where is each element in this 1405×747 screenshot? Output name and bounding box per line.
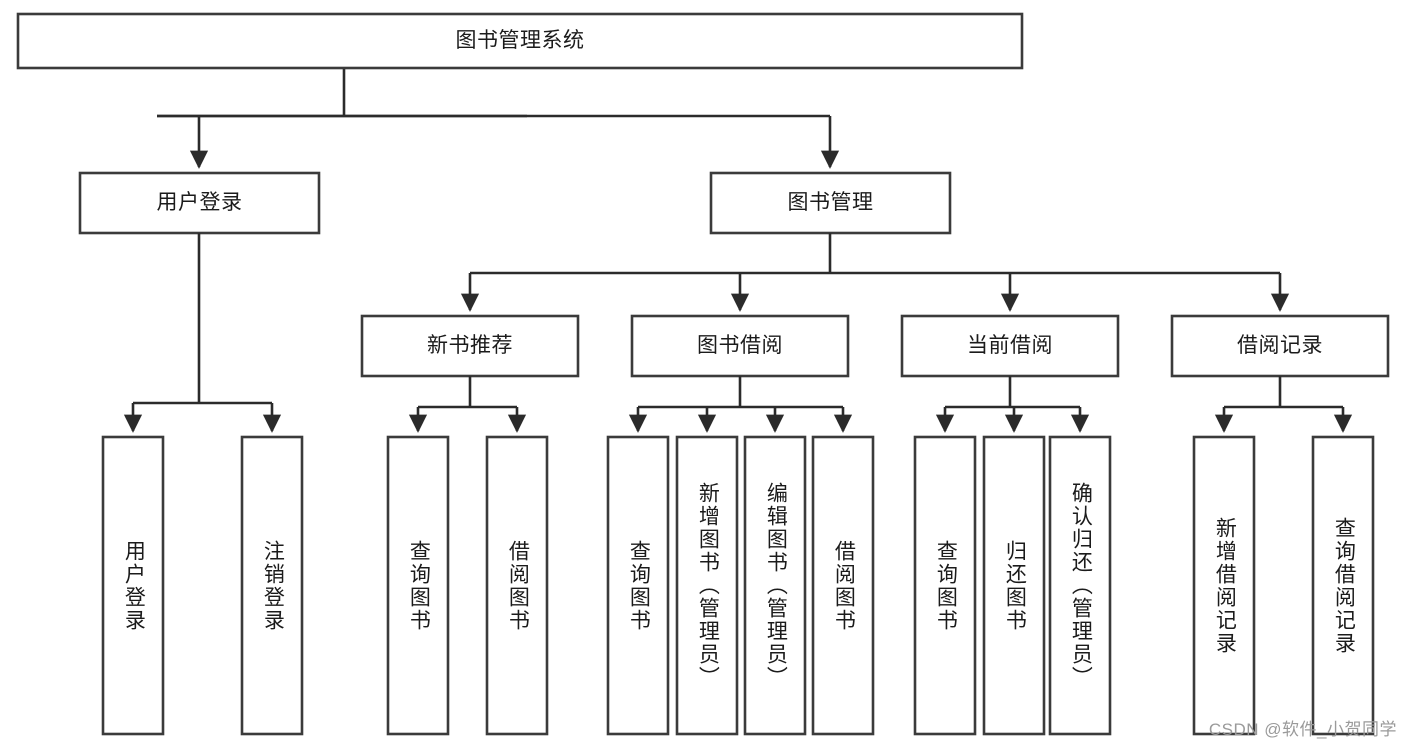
leaf-box-return-book[interactable] <box>982 435 1046 736</box>
connector-user-login-to-leaves <box>123 233 282 433</box>
node-book-management[interactable] <box>709 171 952 235</box>
leaf-box-logout[interactable] <box>240 435 304 736</box>
node-borrow-record[interactable] <box>1170 314 1390 378</box>
leaf-box-user-login[interactable] <box>101 435 165 736</box>
leaf-box-add-book-admin[interactable] <box>675 435 739 736</box>
leaf-box-confirm-return[interactable] <box>1048 435 1112 736</box>
leaf-box-query-book-borrow[interactable] <box>606 435 670 736</box>
leaf-box-query-book-rec[interactable] <box>386 435 450 736</box>
connector-root-to-level2 <box>157 68 840 169</box>
leaf-box-query-borrow-record[interactable] <box>1311 435 1375 736</box>
leaf-box-query-book-current[interactable] <box>913 435 977 736</box>
leaf-box-add-borrow-record[interactable] <box>1192 435 1256 736</box>
node-book-borrow[interactable] <box>630 314 850 378</box>
csdn-watermark: CSDN @软件_小贺同学 <box>1208 720 1397 739</box>
node-root[interactable] <box>16 12 1024 70</box>
connector-borrow-record-to-leaves <box>1214 376 1353 433</box>
leaf-box-borrow-book-rec[interactable] <box>485 435 549 736</box>
leaf-box-edit-book-admin[interactable] <box>743 435 807 736</box>
connector-new-book-recommend-to-leaves <box>408 376 527 433</box>
node-user-login[interactable] <box>78 171 321 235</box>
leaf-box-borrow-book[interactable] <box>811 435 875 736</box>
node-new-book-recommend[interactable] <box>360 314 580 378</box>
node-current-borrow[interactable] <box>900 314 1120 378</box>
connector-book-borrow-to-leaves <box>628 376 853 433</box>
connector-current-borrow-to-leaves <box>935 376 1090 433</box>
connector-book-management-to-level3 <box>460 233 1290 312</box>
